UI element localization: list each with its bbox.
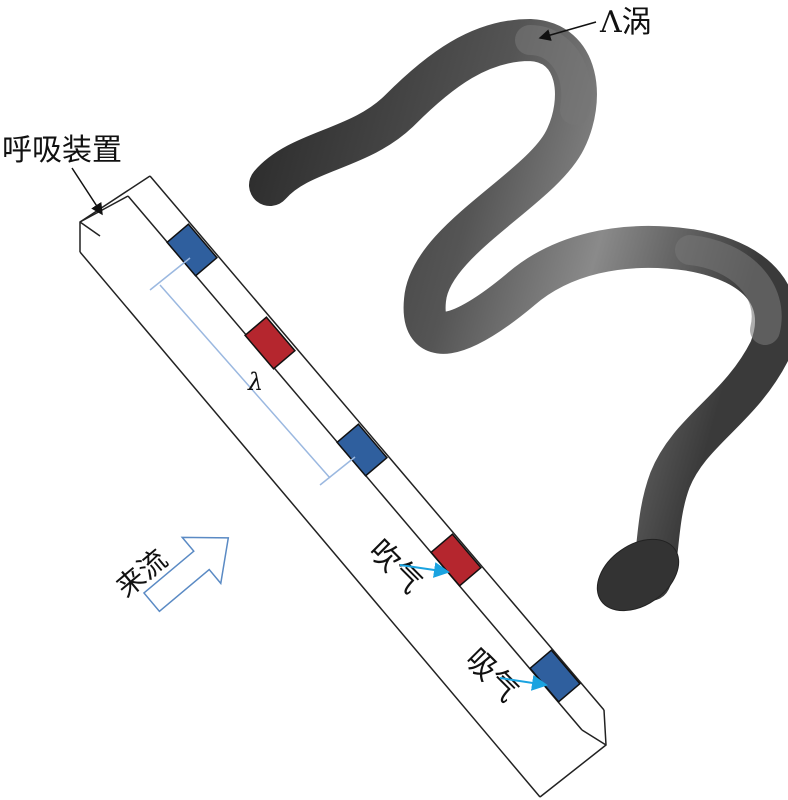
lambda-vortex xyxy=(249,18,788,612)
suction-patch xyxy=(166,223,218,277)
blowing-patch xyxy=(430,533,482,587)
blowing-pointer-arrow xyxy=(399,562,450,578)
device-pointer-arrow xyxy=(71,167,103,216)
wavelength-bracket xyxy=(149,257,356,486)
suction-pointer-arrow xyxy=(499,674,548,691)
wavelength-label: λ xyxy=(247,368,263,396)
blowing-patch xyxy=(244,316,296,370)
suction-patch xyxy=(336,423,388,477)
suction-patch xyxy=(529,649,581,703)
patch-group xyxy=(166,223,581,703)
device-label: 呼吸装置 xyxy=(2,133,122,168)
vortex-pointer-arrow xyxy=(538,21,597,41)
inflow-arrow xyxy=(142,536,230,613)
vortex-end-cap xyxy=(596,538,680,612)
vortex-label: Λ涡 xyxy=(599,5,652,40)
